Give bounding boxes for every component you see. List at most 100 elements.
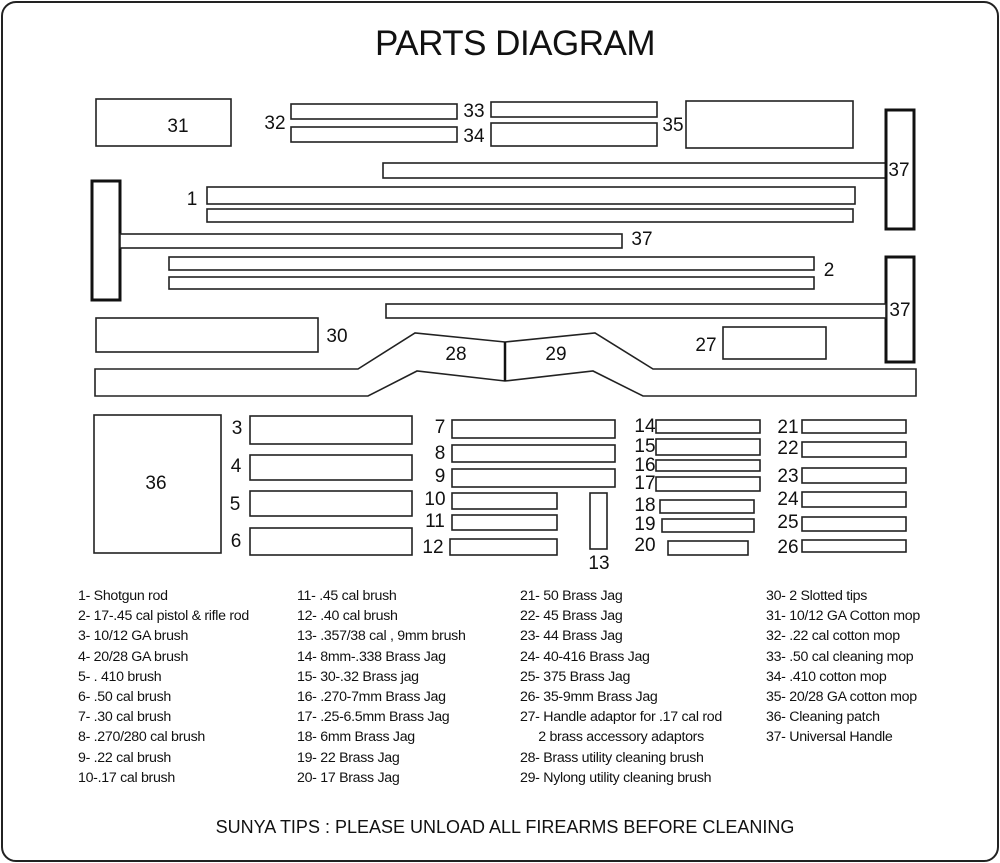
label-37-bottom: 37 xyxy=(889,300,910,321)
part-2-rod-b xyxy=(168,276,815,290)
legend-item: 15- 30-.32 Brass jag xyxy=(297,668,419,685)
part-5-brush xyxy=(249,490,413,517)
label-29: 29 xyxy=(545,344,566,365)
legend-item: 7- .30 cal brush xyxy=(78,709,171,726)
legend-item: 36- Cleaning patch xyxy=(766,709,880,726)
page-title: PARTS DIAGRAM xyxy=(374,24,656,63)
label-19: 19 xyxy=(634,514,655,535)
label-22: 22 xyxy=(777,438,798,459)
label-4: 4 xyxy=(231,456,242,477)
part-32-mop xyxy=(290,103,458,120)
part-10-brush xyxy=(451,492,558,510)
legend-item: 29- Nylong utility cleaning brush xyxy=(520,769,712,786)
label-20: 20 xyxy=(634,535,655,556)
part-22-jag xyxy=(801,441,907,458)
part-1-rod-a xyxy=(206,186,856,205)
part-17-jag xyxy=(655,476,761,492)
legend-item: 21- 50 Brass Jag xyxy=(520,588,623,604)
part-8-brush xyxy=(451,444,616,463)
label-31: 31 xyxy=(167,116,188,137)
part-37-rod-bottom xyxy=(385,303,887,319)
legend-item: 20- 17 Brass Jag xyxy=(297,769,400,786)
part-18-jag xyxy=(659,499,755,514)
label-13: 13 xyxy=(588,553,609,574)
label-2: 2 xyxy=(824,260,835,281)
legend-item: 13- .357/38 cal , 9mm brush xyxy=(297,628,466,645)
part-4-brush xyxy=(249,454,413,481)
part-2-rod-a xyxy=(168,256,815,271)
label-9: 9 xyxy=(435,466,446,487)
label-23: 23 xyxy=(777,466,798,487)
part-27-handle-adaptor xyxy=(722,326,827,360)
part-11-brush xyxy=(451,514,558,531)
label-6: 6 xyxy=(231,531,242,552)
part-21-jag xyxy=(801,419,907,434)
part-26-jag xyxy=(801,539,907,553)
part-37-rod-left xyxy=(119,233,623,249)
label-3: 3 xyxy=(232,418,243,439)
part-32b-mop xyxy=(290,126,458,143)
legend-item: 24- 40-416 Brass Jag xyxy=(520,648,650,665)
legend-item: 9- .22 cal brush xyxy=(78,749,171,766)
label-10: 10 xyxy=(424,489,445,510)
part-37-rod-top xyxy=(382,162,887,179)
legend-item: 8- .270/280 cal brush xyxy=(78,729,205,746)
legend-item: 10-.17 cal brush xyxy=(78,769,175,786)
part-1-rod-b xyxy=(206,208,854,223)
legend-item: 18- 6mm Brass Jag xyxy=(297,729,415,746)
label-1: 1 xyxy=(187,189,198,210)
part-6-brush xyxy=(249,527,413,556)
part-35-mop xyxy=(685,100,854,149)
label-12: 12 xyxy=(422,537,443,558)
part-16-jag xyxy=(655,459,761,472)
safety-tip: SUNYA TIPS : PLEASE UNLOAD ALL FIREARMS … xyxy=(215,817,795,837)
legend-item: 25- 375 Brass Jag xyxy=(520,668,631,685)
label-33: 33 xyxy=(463,101,484,122)
label-5: 5 xyxy=(230,494,241,515)
legend-item: 16- .270-7mm Brass Jag xyxy=(297,689,446,706)
label-25: 25 xyxy=(777,512,798,533)
part-20-jag xyxy=(667,540,749,556)
legend-item: 23- 44 Brass Jag xyxy=(520,628,623,645)
legend-item: 19- 22 Brass Jag xyxy=(297,749,400,766)
legend-item: 37- Universal Handle xyxy=(766,729,893,746)
label-18: 18 xyxy=(634,495,655,516)
part-25-jag xyxy=(801,516,907,532)
label-14: 14 xyxy=(634,416,656,437)
part-19-jag xyxy=(661,518,755,533)
part-37-handle-left xyxy=(90,179,122,302)
legend-item: 33- .50 cal cleaning mop xyxy=(766,648,914,665)
part-37-handle-bottom xyxy=(884,255,916,364)
label-16: 16 xyxy=(634,455,655,476)
label-32: 32 xyxy=(264,113,285,134)
legend-item: 3- 10/12 GA brush xyxy=(78,628,189,645)
legend-item: 4- 20/28 GA brush xyxy=(78,648,189,665)
legend-item: 2- 17-.45 cal pistol & rifle rod xyxy=(78,608,249,625)
label-24: 24 xyxy=(777,489,799,510)
label-15: 15 xyxy=(634,436,655,457)
part-3-brush xyxy=(249,415,413,445)
part-7-brush xyxy=(451,419,616,439)
label-26: 26 xyxy=(777,537,798,558)
legend-column-4: 30- 2 Slotted tips 31- 10/12 GA Cotton m… xyxy=(766,586,920,748)
part-31-cotton-mop xyxy=(95,98,232,147)
label-7: 7 xyxy=(435,417,446,438)
legend-item: 34- .410 cotton mop xyxy=(766,668,887,685)
legend-item: 32- .22 cal cotton mop xyxy=(766,628,900,645)
part-33-mop xyxy=(490,101,658,118)
legend-item: 28- Brass utility cleaning brush xyxy=(520,749,704,766)
legend-item: 31- 10/12 GA Cotton mop xyxy=(766,608,920,625)
part-37-handle-top xyxy=(884,108,916,231)
label-28: 28 xyxy=(445,344,466,365)
legend-item: 17- .25-6.5mm Brass Jag xyxy=(297,709,450,726)
part-12-brush xyxy=(449,538,558,556)
label-17: 17 xyxy=(634,473,655,494)
label-11: 11 xyxy=(425,511,445,532)
legend-item: 2 brass accessory adaptors xyxy=(520,729,704,746)
legend-column-2: 11- .45 cal brush 12- .40 cal brush 13- … xyxy=(297,586,466,788)
label-35: 35 xyxy=(662,115,683,136)
label-27: 27 xyxy=(695,335,716,356)
legend-item: 12- .40 cal brush xyxy=(297,608,398,625)
legend-item: 1- Shotgun rod xyxy=(78,588,168,604)
